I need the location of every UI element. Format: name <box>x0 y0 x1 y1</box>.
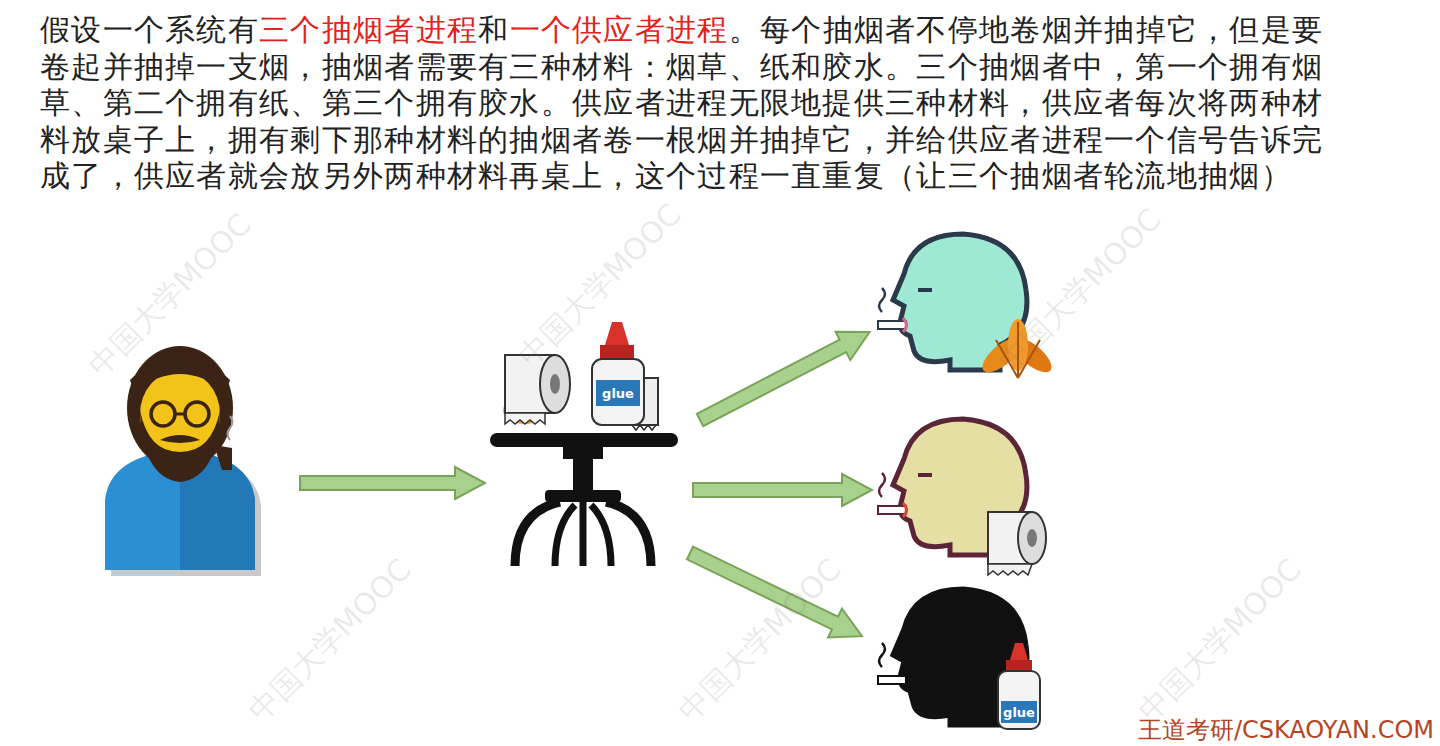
green-arrow <box>300 467 485 499</box>
glue-bottle <box>1010 643 1028 660</box>
supplier-figure <box>175 413 185 416</box>
highlight-text: 三个抽烟者进程 <box>259 12 478 47</box>
green-arrow <box>693 318 877 434</box>
supplier-figure <box>185 402 209 426</box>
table <box>573 459 593 494</box>
smoker-head <box>878 321 906 329</box>
glue-bottle <box>1006 660 1032 671</box>
smoker-head <box>878 506 906 514</box>
paper-roll <box>1027 529 1037 547</box>
green-arrow <box>693 318 877 434</box>
paper-roll <box>988 564 1032 575</box>
smoker-head <box>879 288 885 312</box>
glue-bottle <box>1001 701 1037 723</box>
glue-label: glue <box>1003 706 1035 719</box>
smoker-head <box>918 473 932 477</box>
table <box>591 505 611 566</box>
watermark: 中国大学MOOC <box>1134 554 1307 727</box>
glue-bottle <box>998 643 1040 729</box>
body-text: 假设一个系统有 <box>40 12 259 47</box>
problem-text: 假设一个系统有三个抽烟者进程和一个供应者进程。每个抽烟者不停地卷烟并抽掉它，但是… <box>40 12 1336 195</box>
smoker-head <box>879 473 885 497</box>
body-text: 和 <box>478 12 509 47</box>
table <box>490 433 678 447</box>
paper-roll <box>505 413 545 424</box>
glue-label: glue <box>602 387 634 400</box>
supplier-figure <box>214 445 232 470</box>
table <box>490 433 678 566</box>
paper-roll <box>550 374 560 394</box>
supplier-figure <box>130 355 230 392</box>
glue-bottle <box>592 359 644 425</box>
glue-bottle <box>596 380 640 406</box>
source-mark: 王道考研/CSKAOYAN.COM <box>1138 718 1434 742</box>
smoker-head <box>879 643 885 667</box>
supplier-figure <box>127 346 233 470</box>
glue-bottle <box>592 322 644 425</box>
table <box>580 502 587 566</box>
paper-roll <box>1018 512 1046 564</box>
highlight-text: 一个供应者进程 <box>510 12 729 47</box>
green-arrow <box>693 474 872 506</box>
supplier-figure <box>105 346 261 576</box>
glue-bottle <box>605 322 629 345</box>
green-arrow <box>693 474 872 506</box>
supplier-figure <box>151 402 175 426</box>
table <box>555 505 575 566</box>
smoker-head <box>903 318 907 332</box>
supplier-figure <box>160 435 200 443</box>
glue-bottle <box>998 671 1040 729</box>
paper-roll <box>988 512 1046 575</box>
watermark: 中国大学MOOC <box>244 554 417 727</box>
smoker-head <box>878 676 906 684</box>
supplier-figure <box>228 416 233 440</box>
glue-bottle <box>600 345 634 359</box>
smoker-head <box>903 503 907 517</box>
paper-roll <box>540 355 570 413</box>
table <box>563 447 603 459</box>
smoker-head <box>918 288 932 292</box>
